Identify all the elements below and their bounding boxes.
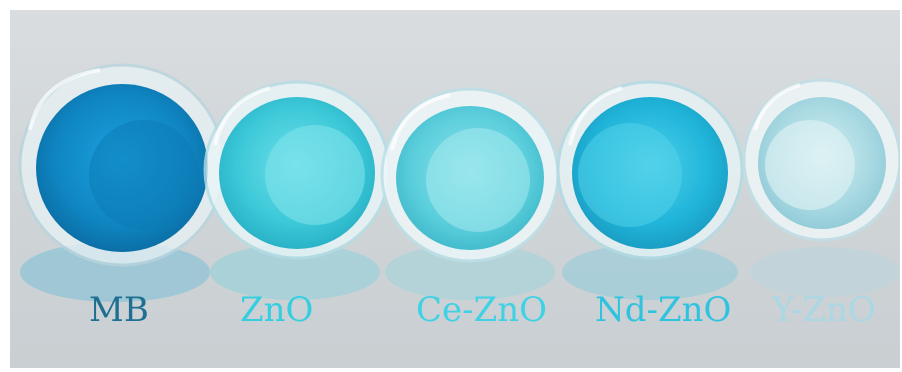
beakers-scene [18, 63, 900, 302]
beaker-mb [18, 63, 226, 267]
beaker-ce-zno [380, 87, 560, 263]
label-mb: MB [89, 290, 149, 330]
beaker-nd-zno [556, 80, 744, 260]
label-zno: ZnO [240, 290, 314, 330]
label-nd-zno: Nd-ZnO [595, 290, 732, 330]
beaker-zno [203, 80, 391, 260]
label-y-zno: Y-ZnO [772, 290, 876, 330]
beaker-y-zno [742, 78, 900, 242]
label-ce-zno: Ce-ZnO [416, 290, 548, 330]
photo: MB ZnO Ce-ZnO Nd-ZnO Y-ZnO [10, 10, 900, 368]
